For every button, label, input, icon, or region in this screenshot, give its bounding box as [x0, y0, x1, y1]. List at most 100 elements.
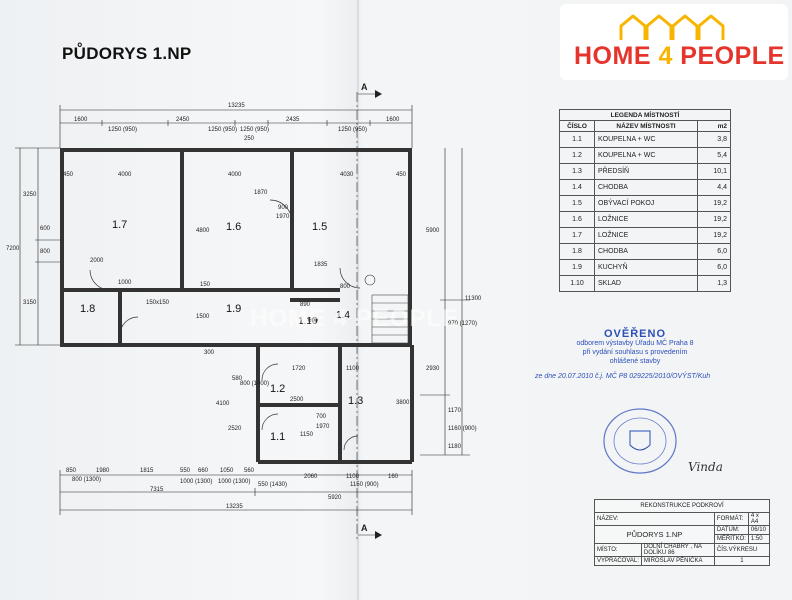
dim-mid-n: 1150: [300, 432, 314, 438]
dim-inner-a: 4000: [118, 172, 132, 178]
room-label-1-9: 1.9: [226, 303, 241, 315]
dim-top-d7: 1250 (950): [338, 127, 367, 133]
dim-bottom-d: 1980: [96, 468, 110, 474]
room-label-1-3: 1.3: [348, 395, 363, 407]
tb-format-value: 4 x A4: [747, 512, 771, 526]
tb-format-label: FORMÁT:: [713, 512, 749, 526]
verified-line-1: odborem výstavby Úřadu MČ Praha 8: [576, 340, 694, 347]
dim-top-d1: 1600: [74, 117, 88, 123]
legend-header-name: NÁZEV MÍSTNOSTI: [594, 120, 698, 132]
legend-header-area: m2: [697, 120, 731, 132]
dim-inner-f: 1870: [254, 190, 268, 196]
dim-inner-g: 4800: [196, 228, 210, 234]
dim-right-c: 2930: [426, 366, 440, 372]
dim-mid-g: 300: [204, 350, 215, 356]
dim-bottom-q: 1150 (900): [350, 482, 379, 488]
legend-title: LEGENDA MÍSTNOSTÍ: [559, 109, 731, 121]
tb-scale-value: 1:50: [747, 534, 771, 544]
page-title: PŮDORYS 1.NP: [62, 44, 192, 63]
room-label-1-2: 1.2: [270, 383, 285, 395]
tb-place-value: DOLNÍ CHABRY , NA DOLÍKU 86: [640, 543, 715, 557]
dim-mid-a: 1720: [292, 366, 306, 372]
verified-line-2: při vydání souhlasu s provedením: [582, 349, 688, 356]
dim-top-d3: 2450: [176, 117, 190, 123]
dim-bottom-o: 1000 (1300): [218, 479, 250, 485]
dim-right-a: 5900: [426, 228, 440, 234]
dim-mid-b: 1100: [346, 366, 360, 372]
dim-mid-f: 800: [340, 284, 351, 290]
tb-author-label: VYPRACOVAL:: [594, 556, 642, 566]
dim-bottom-m: 800 (1300): [72, 477, 101, 483]
dim-bottom-j: 2060: [304, 474, 318, 480]
dim-mid-p: 1500: [196, 314, 210, 320]
dim-mid-c: 2500: [290, 397, 304, 403]
dim-mid-l: 700: [316, 414, 327, 420]
brand-logo[interactable]: HOME 4 PEOPLE: [560, 4, 788, 80]
dim-inner-j: 900: [278, 205, 289, 211]
dim-mid-j: 580: [232, 376, 243, 382]
legend-header-number: ČÍSLO: [559, 120, 595, 132]
dim-bottom-c: 850: [66, 468, 77, 474]
dim-left-e: 600: [40, 226, 51, 232]
dim-bottom-g: 660: [198, 468, 209, 474]
dim-top-total: 13235: [228, 103, 245, 109]
paper-fold: [357, 0, 359, 600]
dim-bottom-n: 1000 (1300): [180, 479, 212, 485]
dim-inner-h: 1835: [314, 262, 328, 268]
floor-plan: 1.7 1.6 1.5 1.8 1.9 1.10 1.4 1.2 1.3 1.1…: [6, 82, 482, 540]
dim-bottom-l: 160: [388, 474, 399, 480]
dim-bottom-f: 550: [180, 468, 191, 474]
room-label-1-7: 1.7: [112, 219, 127, 231]
dim-mid-k: 800 (1400): [240, 381, 269, 387]
brand-name: HOME 4 PEOPLE: [574, 42, 785, 70]
round-seal-icon: [603, 408, 677, 474]
tb-drawing-label: ČÍS.VÝKRESU: [713, 543, 771, 557]
tb-project: REKONSTRUKCE PODKROVÍ: [594, 499, 770, 513]
dim-mid-e: 890: [300, 302, 311, 308]
dim-inner-b: 4000: [228, 172, 242, 178]
tb-date-value: 06/10: [747, 525, 771, 535]
dim-left-d: 800: [40, 249, 51, 255]
dim-top-d4: 1250 (950): [208, 127, 237, 133]
dim-inner-c: 4030: [340, 172, 354, 178]
dim-bottom-h: 1050: [220, 468, 234, 474]
section-marker-bottom: A: [361, 523, 368, 533]
dim-mid-r: 150: [200, 282, 211, 288]
dim-right-g: 1160 (900): [448, 426, 477, 432]
room-label-1-4: 1.4: [336, 310, 350, 321]
tb-date-label: DATUM:: [713, 525, 749, 535]
dim-bottom-b: 5920: [328, 495, 342, 501]
dim-right-e: 1180: [448, 444, 462, 450]
tb-drawing-value: 1: [713, 556, 771, 566]
dim-mid-d: 3800: [396, 400, 410, 406]
verification-stamp: OVĚŘENO odborem výstavby Úřadu MČ Praha …: [535, 329, 735, 381]
room-legend-table: LEGENDA MÍSTNOSTÍ ČÍSLO NÁZEV MÍSTNOSTI …: [559, 109, 731, 292]
dim-inner-i: 2000: [90, 258, 104, 264]
dim-top-d9: 250: [244, 136, 255, 142]
dim-mid-i: 2520: [228, 426, 242, 432]
dim-inner-d: 450: [63, 172, 74, 178]
room-label-1-6: 1.6: [226, 221, 241, 233]
section-marker-top: A: [361, 82, 368, 92]
room-label-1-10: 1.10: [298, 316, 318, 327]
dim-top-d6: 2435: [286, 117, 300, 123]
houses-icon: [619, 14, 725, 40]
dim-top-d2: 1250 (950): [108, 127, 137, 133]
watermark: HOME 4 PEOPLE: [250, 305, 460, 332]
tb-name-value: PŮDORYS 1.NP: [594, 525, 715, 544]
dim-top-d5: 1250 (950): [240, 127, 269, 133]
dim-mid-m: 1970: [316, 424, 330, 430]
dim-bottom-total: 13235: [226, 504, 243, 510]
verified-line-3: ohlášené stavby: [609, 358, 661, 365]
dim-bottom-p: 550 (1430): [258, 482, 287, 488]
dim-bottom-k: 1100: [346, 474, 360, 480]
dim-inner-l: 150x150: [146, 300, 170, 306]
